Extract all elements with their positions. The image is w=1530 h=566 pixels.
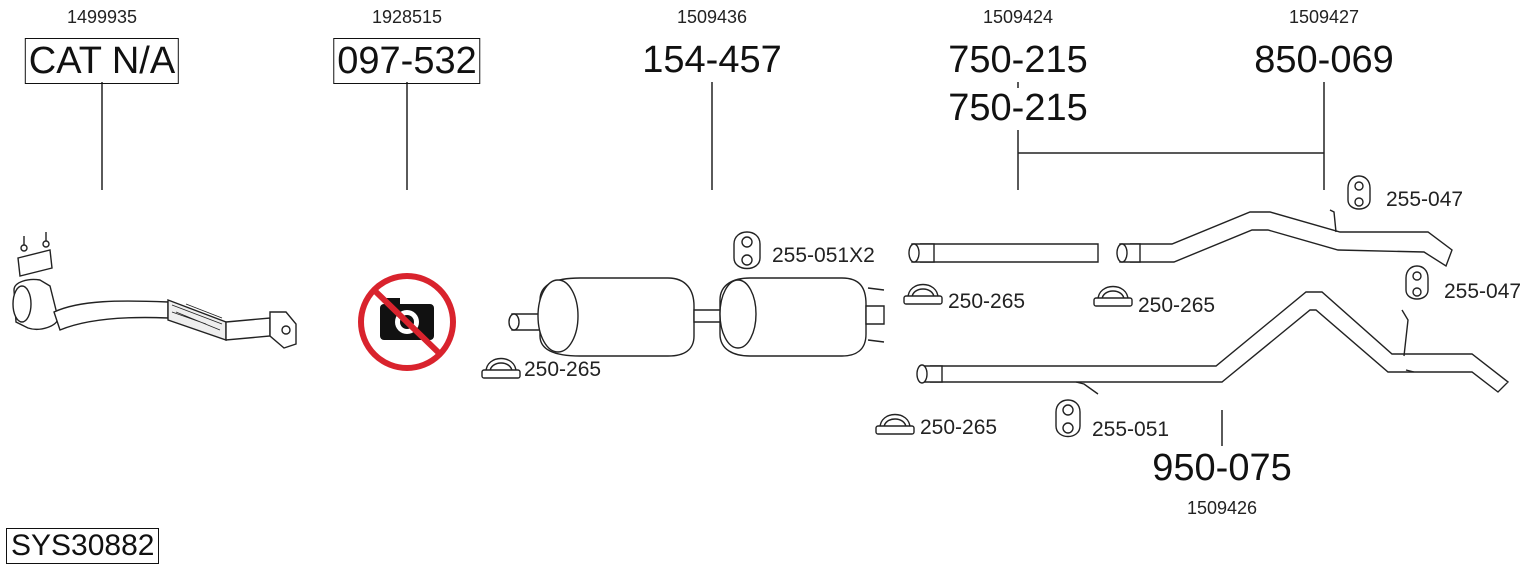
oem-number: 1499935 xyxy=(66,7,138,27)
clamp-icon xyxy=(481,283,1133,435)
oem-number: 1509436 xyxy=(676,7,748,27)
system-code: SYS30882 xyxy=(6,528,160,564)
accessory-label[interactable]: 250-265 xyxy=(524,358,602,381)
accessory-label[interactable]: 250-265 xyxy=(1138,294,1216,317)
accessory-label[interactable]: 255-047 xyxy=(1444,280,1522,303)
catalytic-converter xyxy=(12,232,297,349)
pipe-850-069 xyxy=(1116,209,1453,268)
no-photo-icon xyxy=(358,273,456,371)
part-number-097-532[interactable]: 097-532 xyxy=(333,38,481,84)
oem-number: 1509424 xyxy=(982,7,1054,27)
part-number-750-215[interactable]: 750-215 xyxy=(948,39,1088,81)
rubber-hanger-icon xyxy=(733,175,1429,438)
pipe-750-215 xyxy=(908,243,1099,263)
pipe-950-075 xyxy=(916,291,1510,395)
part-number-154-457[interactable]: 154-457 xyxy=(642,39,782,81)
part-number-850-069[interactable]: 850-069 xyxy=(1254,39,1394,81)
oem-number: 1509426 xyxy=(1186,498,1258,518)
accessory-label[interactable]: 255-047 xyxy=(1386,188,1464,211)
part-number-950-075[interactable]: 950-075 xyxy=(1152,447,1292,489)
part-number-cat[interactable]: CAT N/A xyxy=(24,38,180,84)
accessory-label[interactable]: 250-265 xyxy=(920,416,998,439)
part-number-750-215-second[interactable]: 750-215 xyxy=(948,87,1088,129)
middle-silencer xyxy=(508,277,885,357)
accessory-label[interactable]: 250-265 xyxy=(948,290,1026,313)
oem-number: 1928515 xyxy=(371,7,443,27)
accessory-label[interactable]: 255-051 xyxy=(1092,418,1170,441)
oem-number: 1509427 xyxy=(1288,7,1360,27)
accessory-label[interactable]: 255-051X2 xyxy=(772,244,875,267)
